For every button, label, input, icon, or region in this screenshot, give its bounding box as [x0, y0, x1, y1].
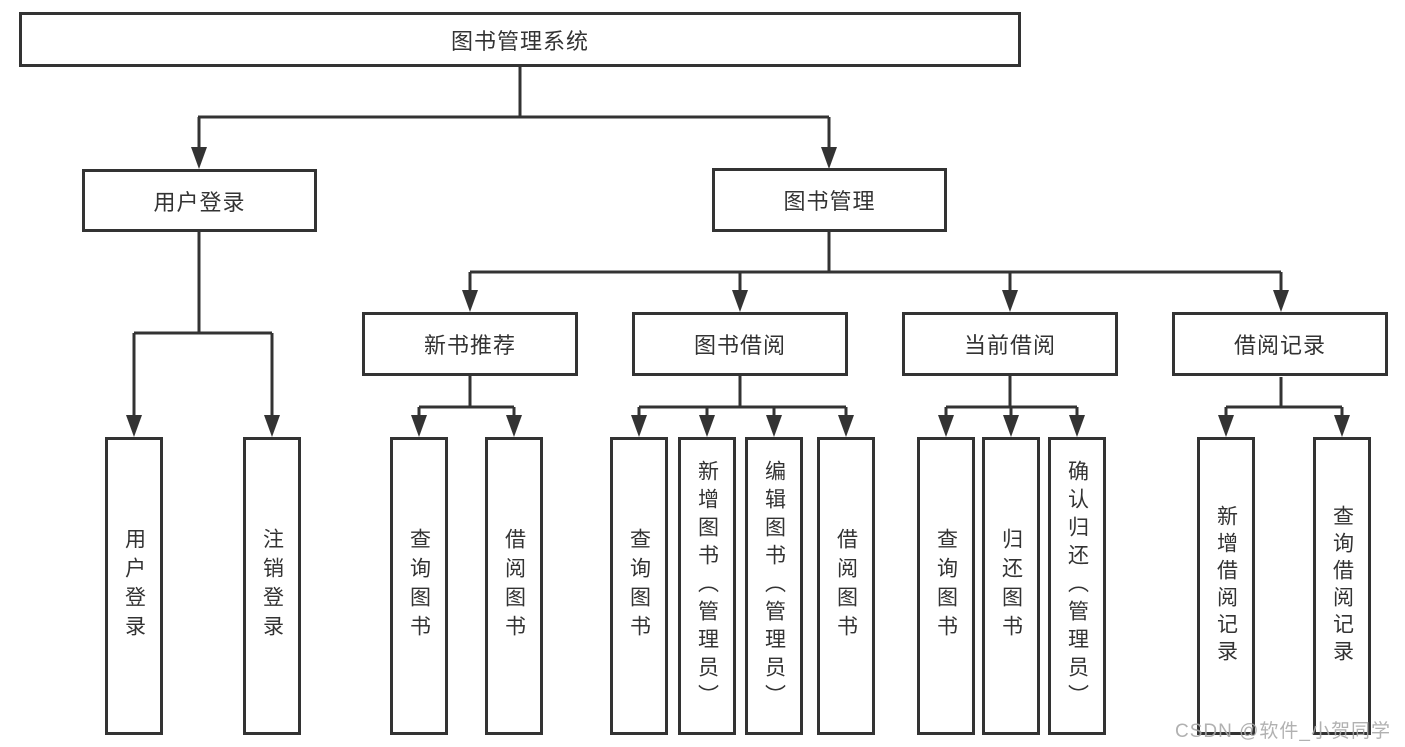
node-user-login: 用户登录	[82, 169, 317, 232]
leaf-add-books-admin: 新增图书（管理员）	[678, 437, 736, 735]
node-root-library-system: 图书管理系统	[19, 12, 1021, 67]
node-book-borrowing: 图书借阅	[632, 312, 848, 376]
leaf-borrow-books-borrowing: 借阅图书	[817, 437, 875, 735]
leaf-add-borrow-record: 新增借阅记录	[1197, 437, 1255, 735]
leaf-query-borrow-record: 查询借阅记录	[1313, 437, 1371, 735]
leaf-confirm-return-admin: 确认归还（管理员）	[1048, 437, 1106, 735]
leaf-query-books-borrowing: 查询图书	[610, 437, 668, 735]
leaf-query-books-current: 查询图书	[917, 437, 975, 735]
node-book-management: 图书管理	[712, 168, 947, 232]
node-borrowing-records: 借阅记录	[1172, 312, 1388, 376]
leaf-edit-books-admin: 编辑图书（管理员）	[745, 437, 803, 735]
node-current-borrowing: 当前借阅	[902, 312, 1118, 376]
node-new-book-recommendation: 新书推荐	[362, 312, 578, 376]
leaf-query-books-newbook: 查询图书	[390, 437, 448, 735]
leaf-user-login: 用户登录	[105, 437, 163, 735]
leaf-return-books: 归还图书	[982, 437, 1040, 735]
leaf-logout: 注销登录	[243, 437, 301, 735]
leaf-borrow-books-newbook: 借阅图书	[485, 437, 543, 735]
csdn-watermark: CSDN @软件_小贺同学	[1175, 721, 1391, 742]
